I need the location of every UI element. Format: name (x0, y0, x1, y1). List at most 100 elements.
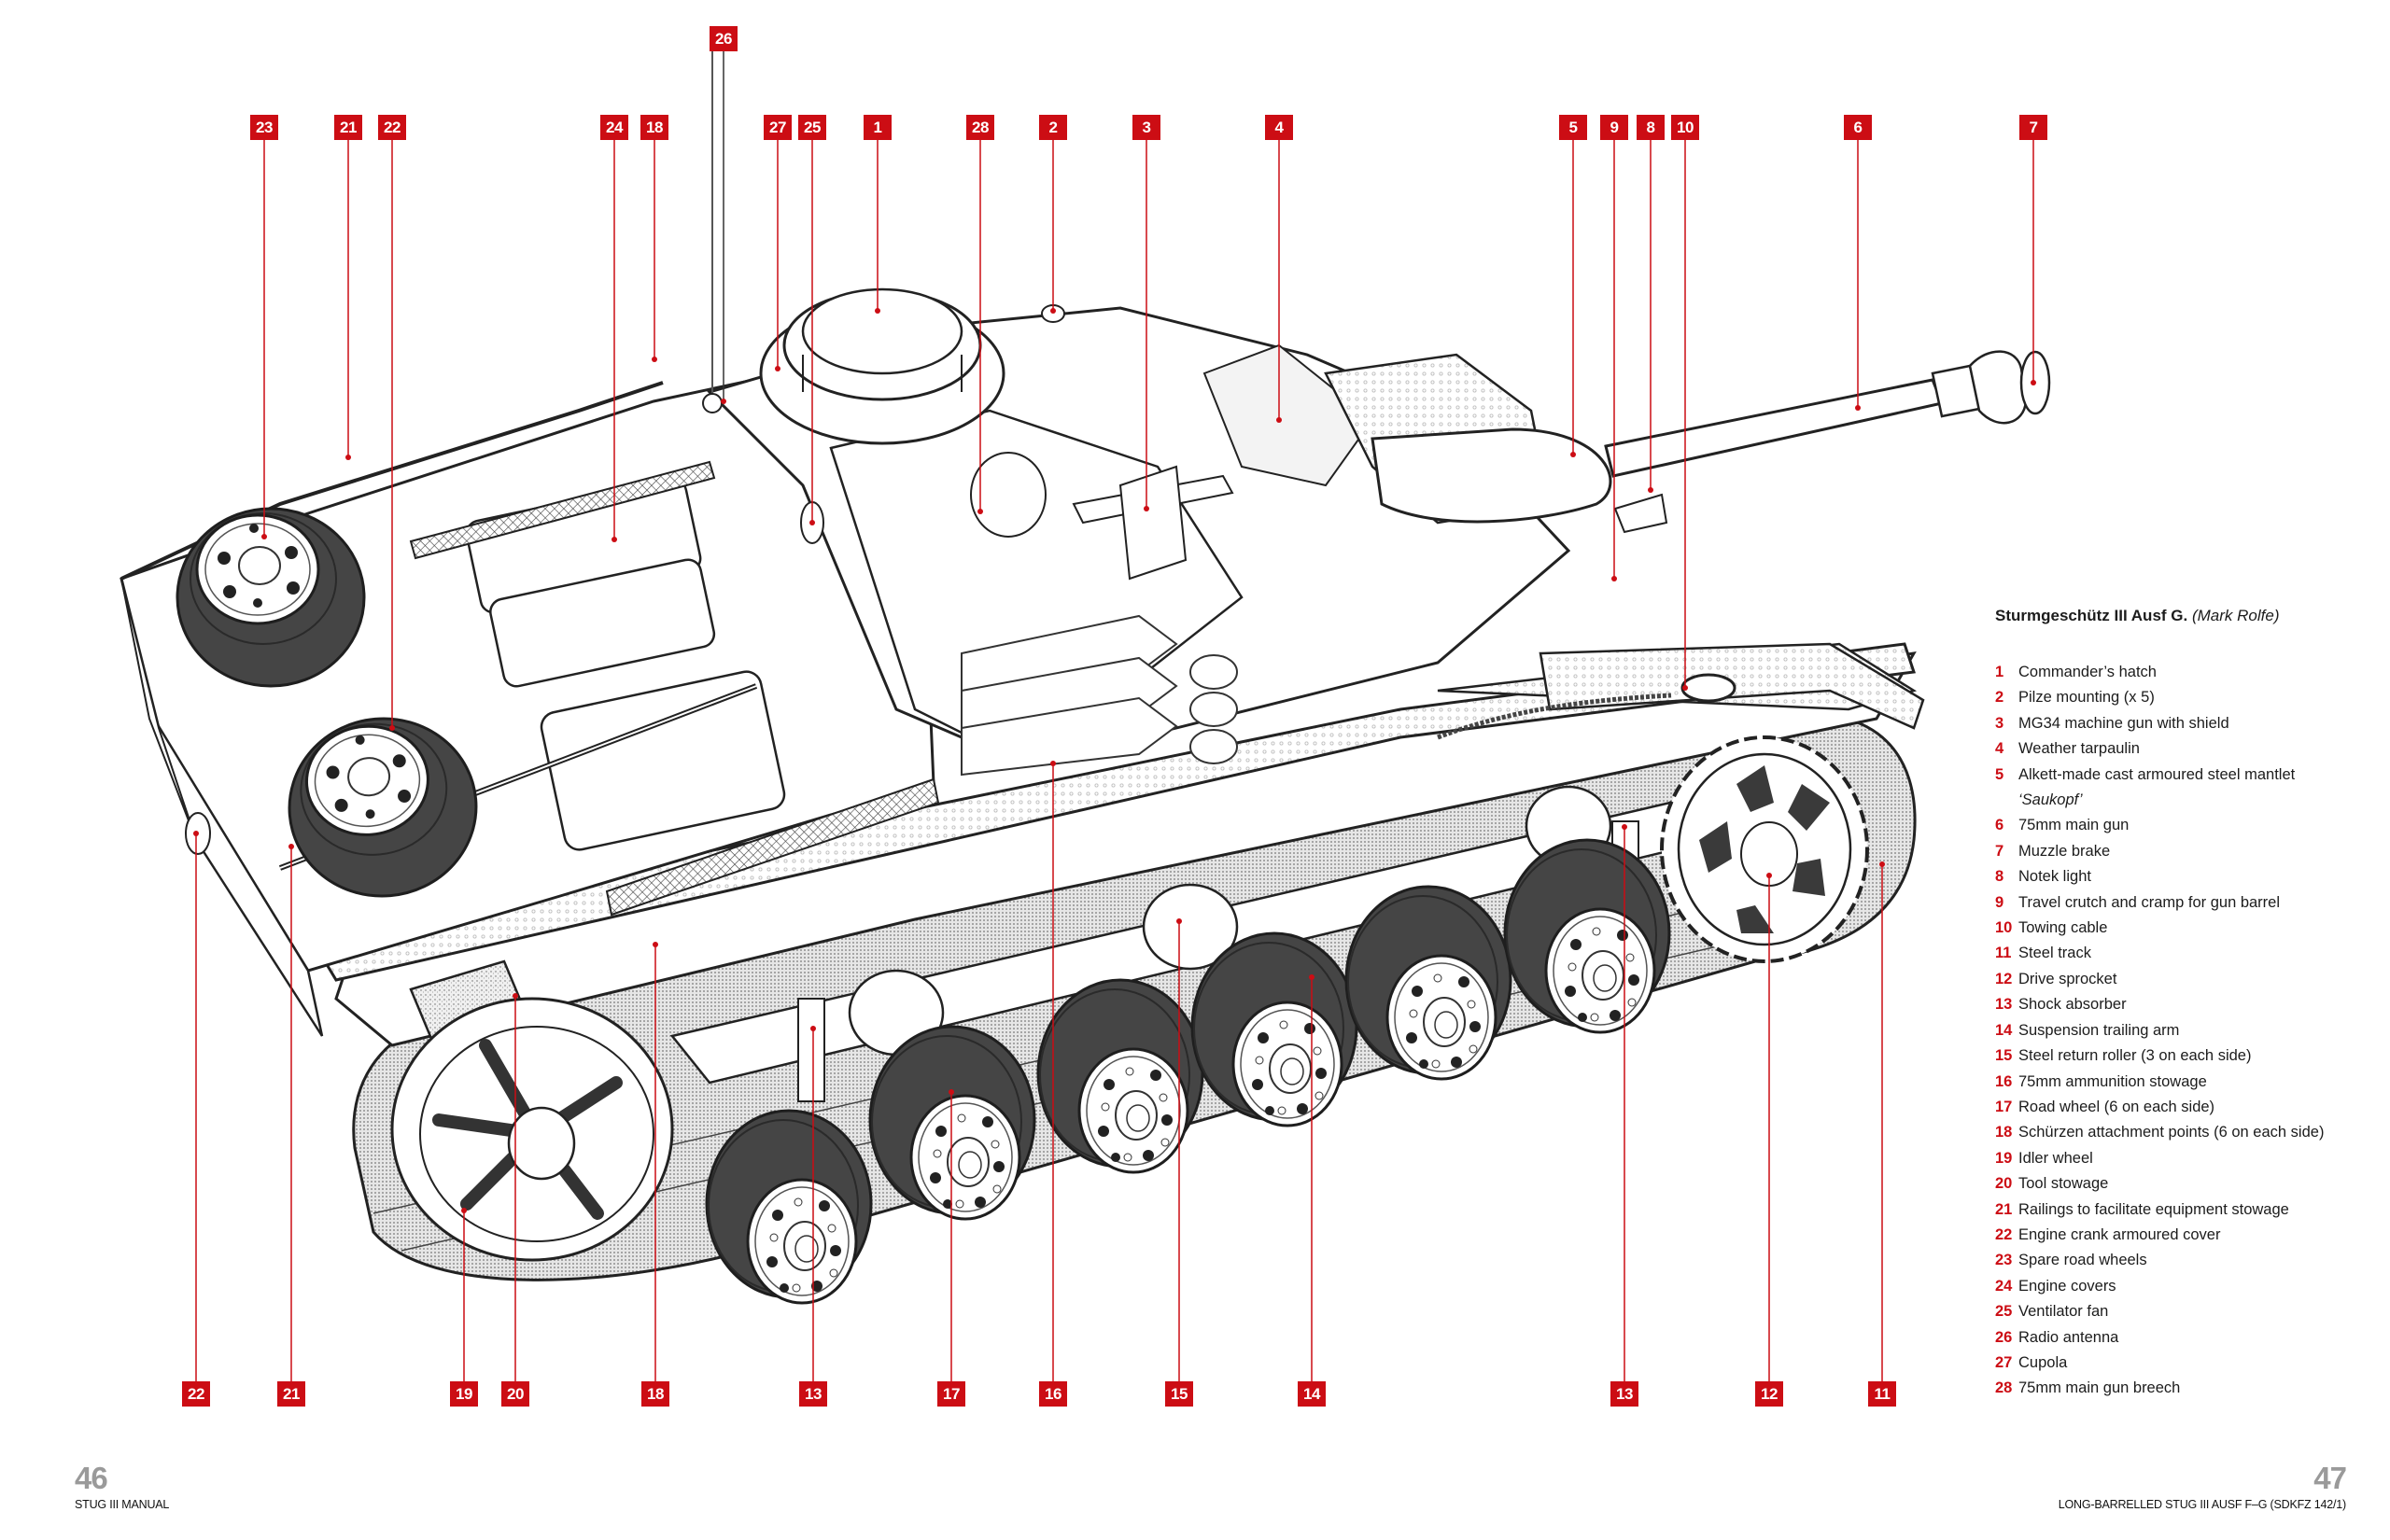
legend-number: 26 (1995, 1328, 2013, 1346)
callout-21: 21 (277, 1381, 305, 1407)
legend-text: Schürzen attachment points (6 on each si… (2018, 1124, 2325, 1141)
legend-text: Drive sprocket (2018, 970, 2117, 987)
callout-13: 13 (799, 1381, 827, 1407)
legend-text: 75mm main gun breech (2018, 1379, 2181, 1397)
callout-17: 17 (937, 1381, 965, 1407)
legend-number: 27 (1995, 1353, 2013, 1371)
legend-text: Travel crutch and cramp for gun barrel (2018, 893, 2281, 911)
callout-26: 26 (710, 26, 738, 51)
legend-number: 20 (1995, 1175, 2013, 1193)
legend-item: 6 75mm main gun (1995, 813, 2387, 838)
legend-number: 7 (1995, 842, 2004, 860)
callout-18: 18 (641, 1381, 669, 1407)
legend-item: 9 Travel crutch and cramp for gun barrel (1995, 890, 2387, 916)
legend-text: Cupola (2018, 1353, 2068, 1371)
main-gun (1324, 350, 2051, 534)
legend-item: 14 Suspension trailing arm (1995, 1018, 2387, 1043)
legend-text: 75mm main gun (2018, 817, 2130, 834)
callout-22: 22 (182, 1381, 210, 1407)
legend-number: 6 (1995, 817, 2004, 834)
legend-item: 28 75mm main gun breech (1995, 1376, 2387, 1401)
legend-text: Railings to facilitate equipment stowage (2018, 1200, 2289, 1218)
figure-caption: Sturmgeschütz III Ausf G. (Mark Rolfe) (1995, 607, 2387, 625)
legend-item: 3 MG34 machine gun with shield (1995, 711, 2387, 736)
footer-left: 46 STUG III MANUAL (75, 1463, 169, 1512)
legend-number: 3 (1995, 714, 2004, 732)
legend-item: 1 Commander’s hatch (1995, 660, 2387, 685)
leader-lines (193, 51, 2036, 1381)
legend-text: Spare road wheels (2018, 1252, 2147, 1269)
legend-number: 16 (1995, 1072, 2013, 1090)
callout-28: 28 (966, 115, 994, 140)
legend-text: Engine covers (2018, 1277, 2116, 1295)
figure-title: Sturmgeschütz III Ausf G. (1995, 607, 2188, 624)
callout-24: 24 (600, 115, 628, 140)
legend-number: 11 (1995, 945, 2012, 962)
callout-23: 23 (250, 115, 278, 140)
legend-number: 23 (1995, 1252, 2013, 1269)
legend-number: 14 (1995, 1021, 2013, 1039)
legend-item: 19 Idler wheel (1995, 1146, 2387, 1171)
legend-text: Muzzle brake (2018, 842, 2111, 860)
legend-text: Steel track (2018, 945, 2091, 962)
legend-number: 1 (1995, 664, 2004, 680)
running-title-right: LONG-BARRELLED STUG III AUSF F–G (SDKFZ … (2058, 1498, 2346, 1511)
shock-absorber (797, 998, 825, 1102)
legend-number: 15 (1995, 1047, 2013, 1065)
legend-text: MG34 machine gun with shield (2018, 714, 2229, 732)
legend-item: 27 Cupola (1995, 1351, 2387, 1376)
legend-number: 19 (1995, 1149, 2013, 1167)
callout-21: 21 (334, 115, 362, 140)
legend-number: 24 (1995, 1277, 2013, 1295)
legend-text: 75mm ammunition stowage (2018, 1072, 2207, 1090)
legend-text: Pilze mounting (x 5) (2018, 689, 2155, 707)
callout-1: 1 (864, 115, 892, 140)
legend-text: Radio antenna (2018, 1328, 2119, 1346)
legend-item: 7 Muzzle brake (1995, 839, 2387, 864)
legend-item: 11 Steel track (1995, 941, 2387, 966)
legend-text: Road wheel (6 on each side) (2018, 1098, 2215, 1115)
legend-text: Suspension trailing arm (2018, 1021, 2180, 1039)
callout-14: 14 (1298, 1381, 1326, 1407)
cupola (759, 287, 1005, 445)
legend-number: 28 (1995, 1379, 2013, 1397)
callout-4: 4 (1265, 115, 1293, 140)
callout-13: 13 (1610, 1381, 1638, 1407)
legend-text: Alkett-made cast armoured steel mantlet‘… (2018, 765, 2296, 809)
legend-number: 18 (1995, 1124, 2013, 1141)
legend-number: 10 (1995, 919, 2013, 937)
legend-text: Idler wheel (2018, 1149, 2093, 1167)
callout-20: 20 (501, 1381, 529, 1407)
page-number-left: 46 (75, 1461, 108, 1495)
legend-text: Commander’s hatch (2018, 664, 2157, 680)
legend-item: 5 Alkett-made cast armoured steel mantlet… (1995, 763, 2387, 814)
legend-item: 26 Radio antenna (1995, 1325, 2387, 1351)
legend-number: 9 (1995, 893, 2004, 911)
road-wheel (705, 1109, 873, 1305)
legend-number: 22 (1995, 1225, 2013, 1243)
legend-item: 16 75mm ammunition stowage (1995, 1070, 2387, 1095)
legend-text: Steel return roller (3 on each side) (2018, 1047, 2252, 1065)
callout-3: 3 (1132, 115, 1160, 140)
callout-15: 15 (1165, 1381, 1193, 1407)
callout-8: 8 (1637, 115, 1665, 140)
legend-number: 5 (1995, 765, 2004, 783)
callout-2: 2 (1039, 115, 1067, 140)
spare-road-wheel (176, 507, 366, 688)
legend-number: 4 (1995, 740, 2004, 758)
legend-text: Shock absorber (2018, 996, 2127, 1014)
figure-credit: (Mark Rolfe) (2191, 607, 2280, 624)
callout-12: 12 (1755, 1381, 1783, 1407)
drive-sprocket (1660, 735, 1869, 963)
